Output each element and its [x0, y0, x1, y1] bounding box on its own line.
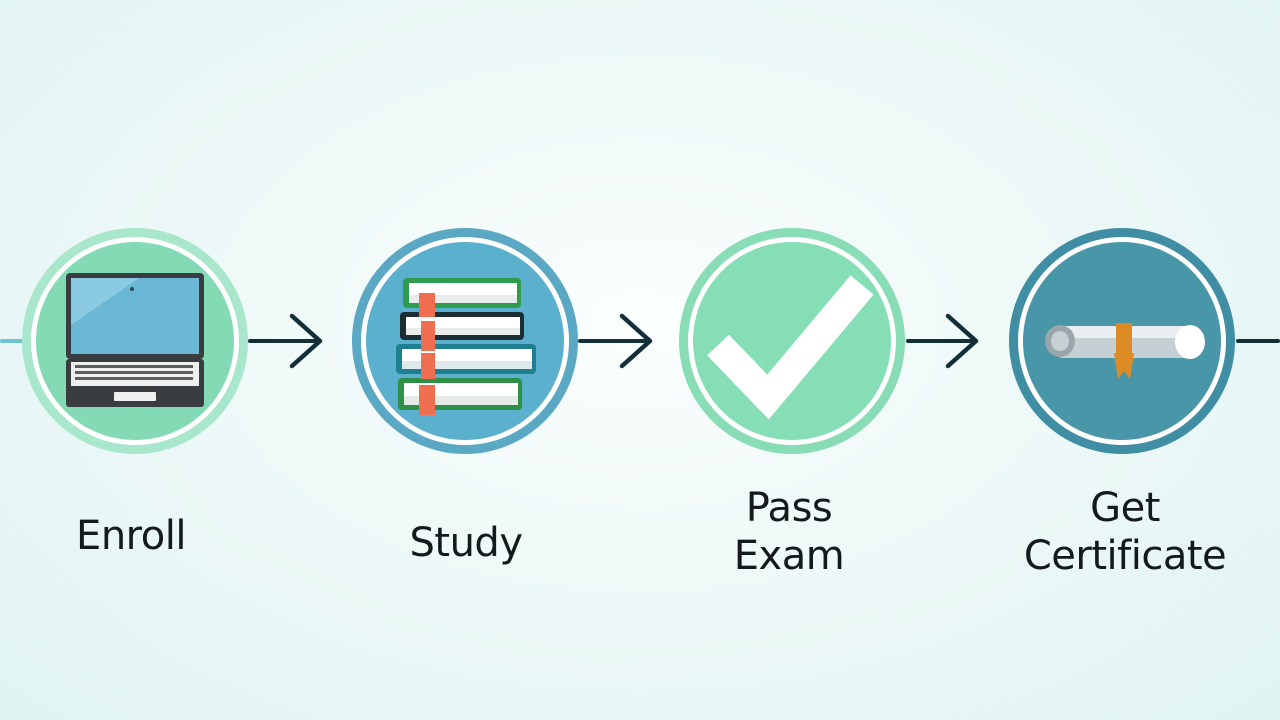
- connector-line-1: [248, 339, 318, 343]
- laptop-icon: [66, 273, 204, 407]
- step-label-pass-exam: Pass Exam: [733, 485, 845, 579]
- checkmark-icon: [707, 275, 874, 420]
- arrow-right-icon: [289, 313, 323, 369]
- connector-line-right: [1236, 339, 1280, 343]
- arrow-right-icon: [945, 313, 979, 369]
- step-get-certificate: [1006, 225, 1238, 457]
- books-icon: [396, 278, 536, 415]
- arrow-right-icon: [619, 313, 653, 369]
- step-label-study: Study: [409, 520, 524, 566]
- connector-line-left: [0, 339, 26, 343]
- connector-line-3: [906, 339, 976, 343]
- step-pass-exam: [676, 225, 908, 457]
- diploma-icon: [1045, 323, 1205, 379]
- step-label-enroll: Enroll: [76, 513, 186, 559]
- step-label-get-certificate: Get Certificate: [1023, 485, 1227, 579]
- step-enroll: [19, 225, 251, 457]
- connector-line-2: [578, 339, 648, 343]
- step-study: [349, 225, 581, 457]
